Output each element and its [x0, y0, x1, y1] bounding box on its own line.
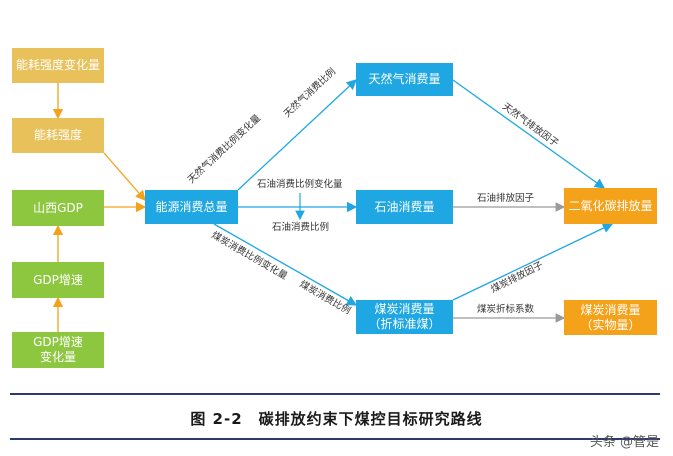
caption-rule-top	[10, 393, 660, 395]
node-shanxi-gdp: 山西GDP	[12, 190, 104, 226]
arrow-gas-to-co2	[452, 79, 606, 189]
node-gdp-growth: GDP增速	[12, 262, 104, 298]
arrow-total-to-coal	[213, 223, 358, 306]
watermark: 头条 @管是	[589, 435, 659, 450]
caption-rule-bottom	[10, 438, 660, 440]
label-oil-ratio-change: 石油消费比例变化量	[257, 179, 343, 190]
node-coal-physical: 煤炭消费量 （实物量）	[564, 300, 657, 335]
arrow-coal-to-co2	[452, 223, 614, 301]
node-co2-emissions: 二氧化碳排放量	[564, 188, 657, 224]
node-coal-standard: 煤炭消费量 （折标准煤）	[356, 300, 453, 334]
figure-caption: 图 2-2 碳排放约束下煤控目标研究路线	[190, 410, 483, 428]
node-energy-intensity: 能耗强度	[12, 118, 104, 153]
node-total-energy: 能源消费总量	[145, 190, 238, 224]
node-oil: 石油消费量	[356, 190, 453, 224]
label-coal-conversion: 煤炭折标系数	[477, 304, 535, 315]
node-natural-gas: 天然气消费量	[356, 63, 453, 96]
arrow-intensity-to-total	[103, 152, 146, 201]
node-gdp-growth-change: GDP增速 变化量	[12, 332, 104, 368]
node-energy-intensity-change: 能耗强度变化量	[12, 48, 104, 83]
arrow-total-to-gas	[237, 79, 357, 191]
label-oil-ratio: 石油消费比例	[272, 222, 330, 233]
label-oil-factor: 石油排放因子	[477, 193, 535, 204]
